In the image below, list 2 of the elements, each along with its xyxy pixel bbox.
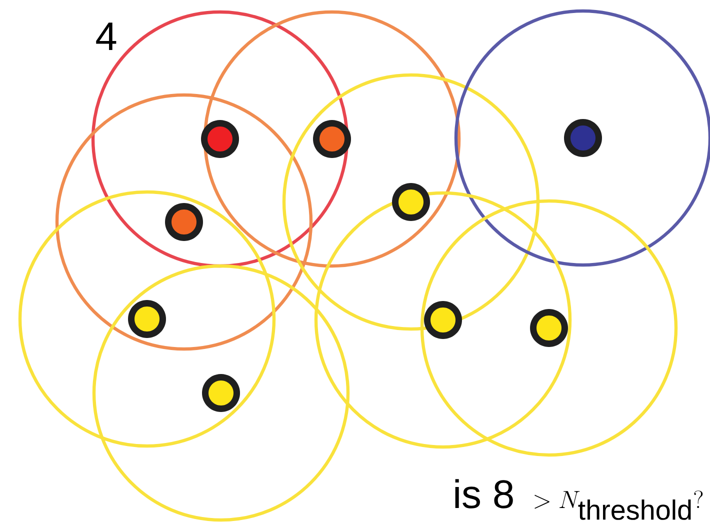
label-text: 4 bbox=[96, 22, 116, 50]
label-text: $\text{is 8 }>N_{\text{threshold}}?$ bbox=[455, 479, 703, 520]
